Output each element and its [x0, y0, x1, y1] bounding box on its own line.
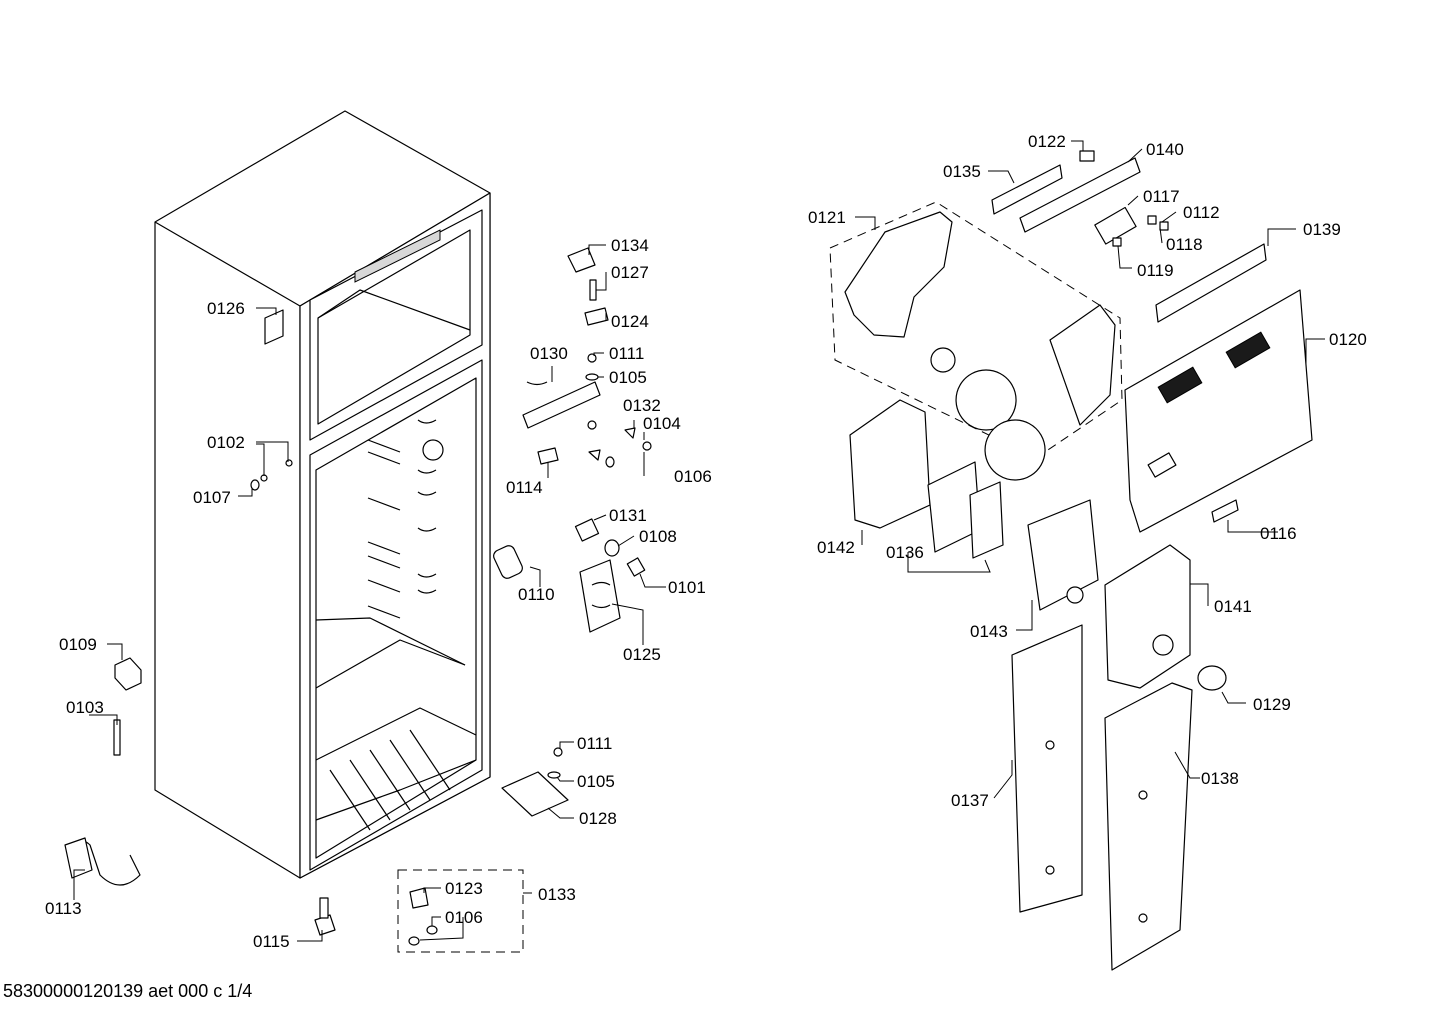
callout-0138: 0138 [1201, 769, 1239, 788]
part-0103-pin [113, 719, 121, 756]
callout-0109: 0109 [59, 635, 97, 654]
part-0121-fan-assembly [829, 201, 1123, 481]
part-0116-clip [1211, 499, 1239, 523]
leader-lines [73, 140, 1325, 942]
part-0120-rear-panel [1124, 289, 1313, 533]
callout-0119: 0119 [1137, 261, 1174, 280]
callout-0121: 0121 [808, 208, 846, 227]
part-0143-cover [1027, 499, 1099, 611]
parts-0117-0119 [1094, 206, 1169, 247]
part-0122-connector [1079, 150, 1095, 162]
part-0113-power-cord [64, 837, 141, 886]
part-0138-duct [1104, 682, 1193, 971]
callout-0111: 0111 [609, 344, 644, 363]
callout-0135: 0135 [943, 162, 981, 181]
callout-0137: 0137 [951, 791, 989, 810]
part-0137-duct [1011, 624, 1083, 913]
drawing-code: 58300000120139 aet 000 c 1/4 [3, 981, 253, 1001]
callout-0104: 0104 [643, 414, 681, 433]
callout-0132: 0132 [623, 396, 661, 415]
callout-0118: 0118 [1166, 235, 1203, 254]
callout-0111: 0111 [577, 734, 612, 753]
part-0126-plug-cover [264, 309, 284, 345]
callout-labels: 0101 0102 0103 0104 0105 0105 0106 0106 … [45, 132, 1367, 951]
callout-0129: 0129 [1253, 695, 1291, 714]
callout-0124: 0124 [611, 312, 649, 331]
callout-0110: 0110 [518, 585, 555, 604]
callout-0115: 0115 [253, 932, 290, 951]
callout-0139: 0139 [1303, 220, 1341, 239]
part-0140-control-panel [1019, 157, 1141, 233]
callout-0128: 0128 [579, 809, 617, 828]
callout-0133: 0133 [538, 885, 576, 904]
callout-0130: 0130 [530, 344, 568, 363]
callout-0120: 0120 [1329, 330, 1367, 349]
callout-0114: 0114 [506, 478, 543, 497]
callout-0143: 0143 [970, 622, 1008, 641]
part-0135-light-cover [991, 164, 1063, 215]
part-0139-strip [1155, 243, 1267, 323]
callout-0112: 0112 [1183, 203, 1220, 222]
callout-0101: 0101 [668, 578, 706, 597]
door-stop-parts [493, 518, 646, 633]
hinge-assembly-parts [522, 247, 652, 468]
callout-0113: 0113 [45, 899, 82, 918]
part-0107-washer [250, 479, 260, 491]
refrigerator-cabinet [154, 110, 491, 879]
callout-0122: 0122 [1028, 132, 1066, 151]
callout-0123: 0123 [445, 879, 483, 898]
callout-0105: 0105 [577, 772, 615, 791]
callout-0108: 0108 [639, 527, 677, 546]
part-0136-damper [927, 461, 1004, 559]
part-0109-clip [114, 657, 142, 691]
callout-0107: 0107 [193, 488, 231, 507]
callout-0126: 0126 [207, 299, 245, 318]
lower-hinge-parts [501, 747, 569, 817]
callout-0125: 0125 [623, 645, 661, 664]
callout-0117: 0117 [1143, 187, 1180, 206]
callout-0106: 0106 [674, 467, 712, 486]
callout-0141: 0141 [1214, 597, 1252, 616]
callout-0136: 0136 [886, 543, 924, 562]
part-0115-foot [314, 897, 336, 936]
callout-0102: 0102 [207, 433, 245, 452]
part-0142-housing [849, 399, 931, 529]
callout-0106: 0106 [445, 908, 483, 927]
callout-0142: 0142 [817, 538, 855, 557]
callout-0116: 0116 [1260, 524, 1297, 543]
part-0129-knob [1197, 665, 1227, 691]
callout-0103: 0103 [66, 698, 104, 717]
callout-0134: 0134 [611, 236, 649, 255]
callout-0131: 0131 [609, 506, 647, 525]
part-0141-thermostat-housing [1104, 544, 1191, 689]
callout-0127: 0127 [611, 263, 649, 282]
callout-0140: 0140 [1146, 140, 1184, 159]
callout-0105: 0105 [609, 368, 647, 387]
